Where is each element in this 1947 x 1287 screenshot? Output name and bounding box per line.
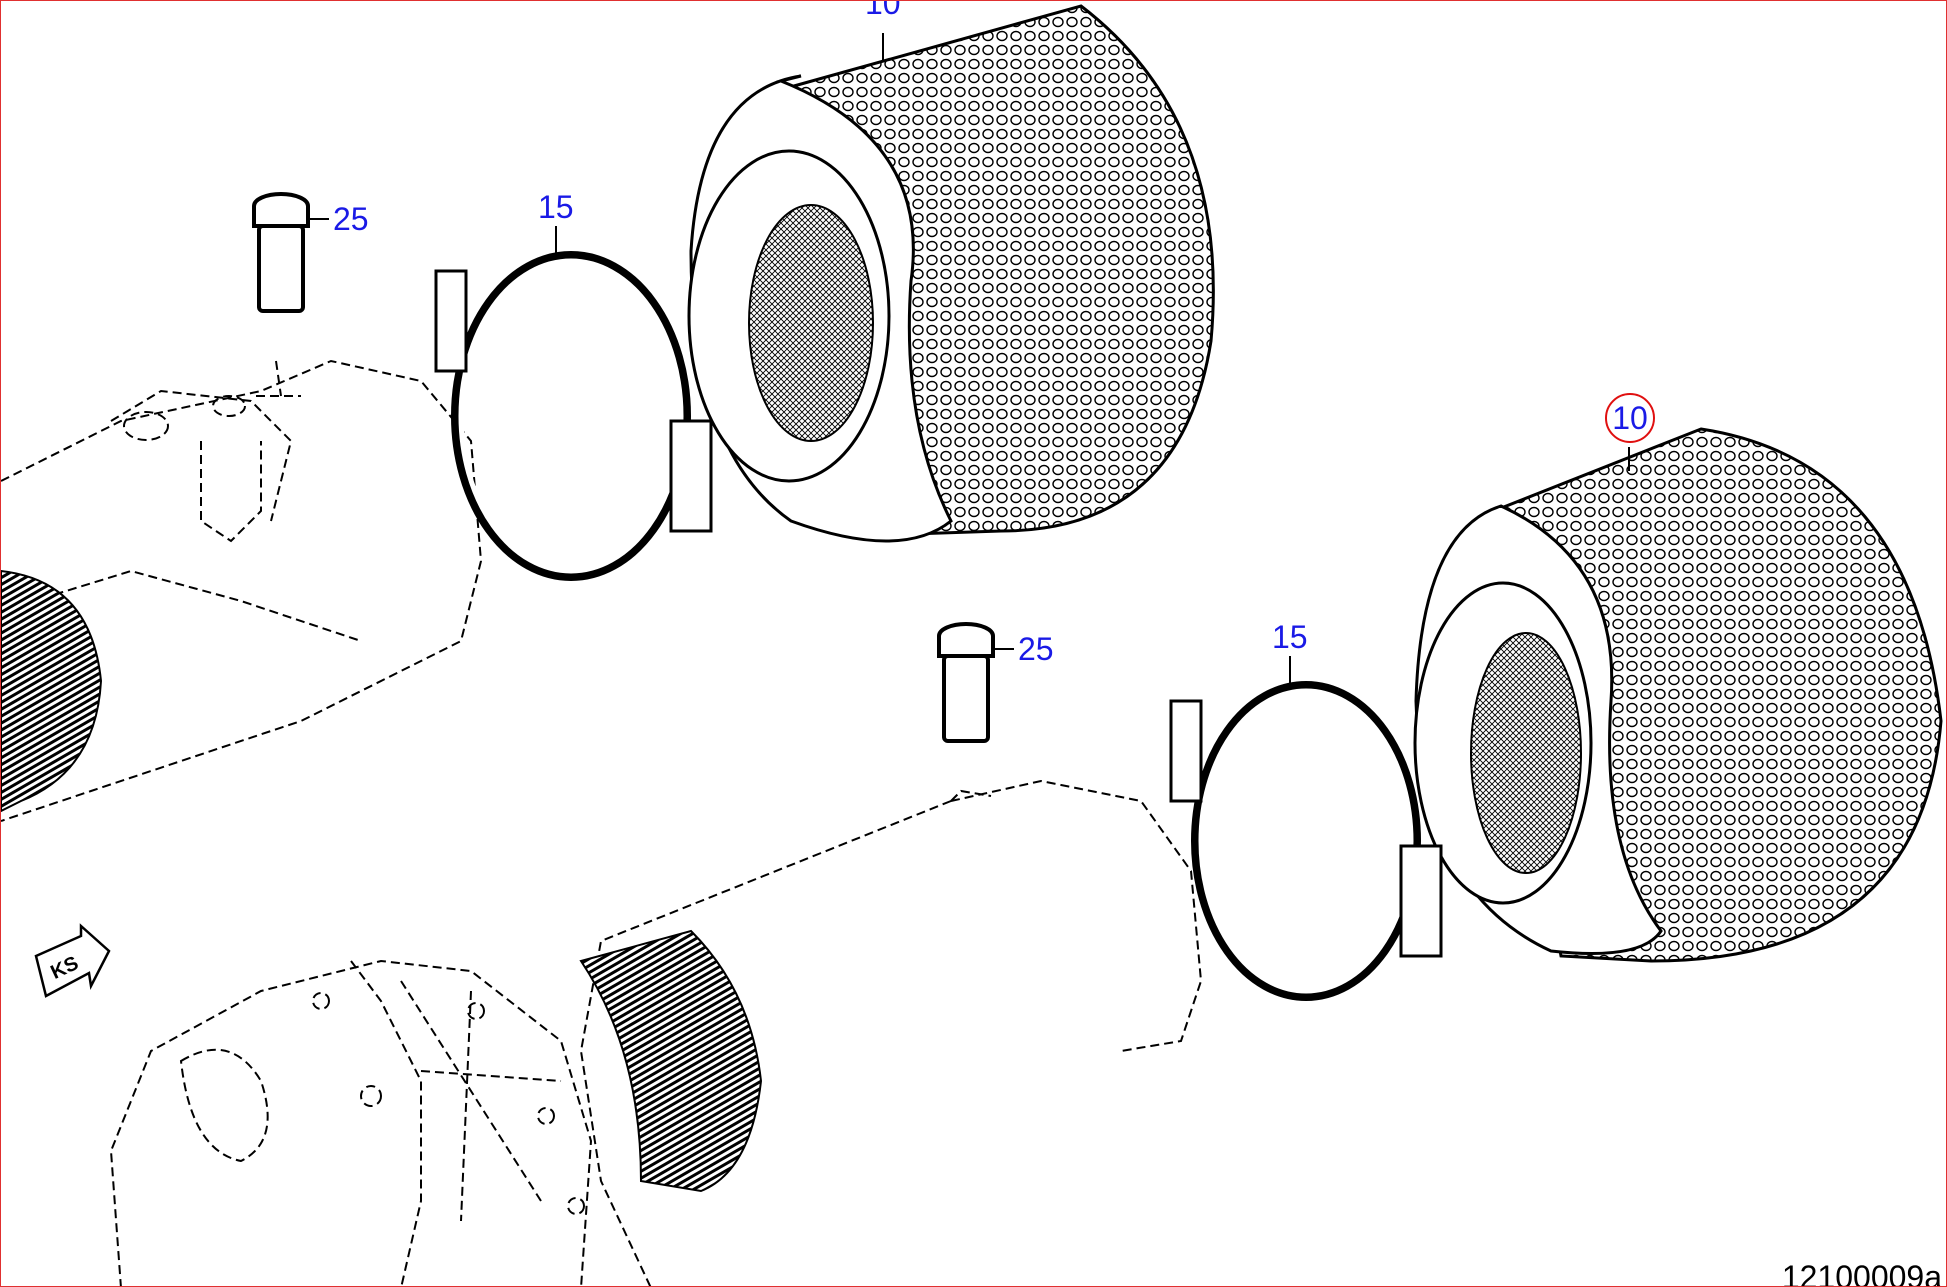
lower-housing-hatch: [579, 929, 763, 1193]
upper-housing-hatch: [1, 569, 103, 813]
clamp-lower: [1169, 681, 1443, 1001]
callout-filter-selected[interactable]: 10: [1605, 393, 1655, 443]
plug-lower: [937, 622, 995, 743]
clamp-upper: [434, 251, 713, 581]
direction-arrow-icon: [34, 923, 111, 998]
drawing-number: 12100009a: [1781, 1259, 1942, 1287]
upper-housing: [1, 359, 483, 822]
callout-plug-lower[interactable]: 25: [1018, 631, 1054, 667]
air-filter-lower: [1413, 427, 1943, 963]
lower-housing: [109, 779, 1203, 1286]
callout-clamp-upper[interactable]: 15: [538, 189, 574, 225]
callout-plug-upper[interactable]: 25: [333, 201, 369, 237]
plug-upper: [252, 192, 310, 313]
air-filter-upper: [687, 4, 1215, 543]
callout-clamp-lower[interactable]: 15: [1272, 619, 1308, 655]
callout-filter-top[interactable]: 10: [865, 0, 901, 21]
